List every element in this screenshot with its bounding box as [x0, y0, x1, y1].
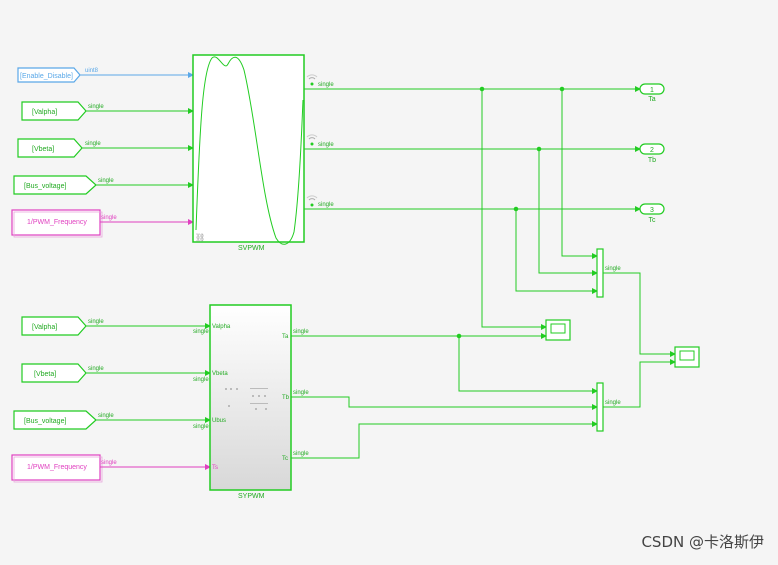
outport-tb[interactable]: 2 Tb	[639, 143, 665, 164]
output-port-icon	[306, 195, 318, 207]
signal-type-label: single	[293, 329, 309, 335]
out-port-label: Tc	[282, 456, 288, 462]
signal-line-mux-bottom[interactable]	[603, 359, 676, 408]
in-port-label: Ts	[212, 465, 218, 471]
signal-type-label: single	[101, 460, 117, 466]
branch-lines-top	[479, 86, 598, 330]
from-tag-bus-voltage-2[interactable]: [Bus_voltage]	[13, 410, 97, 430]
output-port-icon	[306, 134, 318, 146]
signal-type-label: single	[318, 142, 334, 148]
watermark: CSDN @卡洛斯伊	[641, 533, 764, 551]
branch-lines-bottom	[291, 333, 598, 459]
outport-name: Tc	[649, 217, 657, 224]
from-tag-vbeta[interactable]: [Vbeta]	[17, 138, 83, 158]
from-tag-label: [Enable_Disable]	[20, 73, 73, 80]
svpwm-block[interactable]: ⛓	[192, 54, 305, 245]
signal-type-label: single	[318, 202, 334, 208]
sypwm-block-name: SYPWM	[238, 493, 265, 500]
signal-type-label: single	[605, 400, 621, 406]
sypwm-block[interactable]: Valpha Vbeta Ubus Ts Ta Tb Tc	[209, 304, 292, 491]
out-port-label: Ta	[282, 334, 289, 340]
signal-type-label: single	[88, 104, 104, 110]
from-tag-valpha-2[interactable]: [Valpha]	[21, 316, 87, 336]
signal-type-label: uint8	[85, 68, 99, 74]
signal-type-label: single	[85, 141, 101, 147]
waveform-icon	[195, 56, 304, 245]
outport-name: Tb	[648, 157, 656, 164]
scope-2[interactable]	[674, 346, 700, 368]
from-tag-bus-voltage[interactable]: [Bus_voltage]	[13, 175, 97, 195]
signal-type-label: single	[193, 377, 209, 383]
out-port-label: Tb	[282, 395, 290, 401]
output-port-icon	[306, 74, 318, 86]
from-tag-label: [Valpha]	[32, 109, 57, 116]
mux-top[interactable]	[596, 248, 604, 298]
signal-type-label: single	[88, 366, 104, 372]
from-tag-enable-disable[interactable]: [Enable_Disable]	[17, 67, 81, 83]
in-port-label: Ubus	[212, 418, 226, 424]
outport-name: Ta	[648, 96, 656, 103]
constant-pwm-frequency-2[interactable]: 1/PWM_Frequency	[11, 454, 103, 483]
scope-1[interactable]	[545, 319, 571, 341]
constant-pwm-frequency[interactable]: 1/PWM_Frequency	[11, 209, 103, 238]
from-tag-label: [Vbeta]	[32, 146, 54, 153]
from-tag-label: [Bus_voltage]	[24, 183, 66, 190]
signal-type-label: single	[88, 319, 104, 325]
outport-tc[interactable]: 3 Tc	[639, 203, 665, 224]
from-tag-label: [Valpha]	[32, 324, 57, 331]
from-tag-label: [Vbeta]	[34, 371, 56, 378]
link-icon: ⛓	[195, 233, 205, 242]
from-tag-label: [Bus_voltage]	[24, 418, 66, 425]
signal-type-label: single	[193, 329, 209, 335]
in-port-label: Vbeta	[212, 371, 228, 377]
signal-type-label: single	[293, 390, 309, 396]
constant-label: 1/PWM_Frequency	[27, 219, 87, 226]
signal-type-label: single	[605, 266, 621, 272]
signal-type-label: single	[318, 82, 334, 88]
constant-label: 1/PWM_Frequency	[27, 464, 87, 471]
outport-number: 3	[650, 207, 654, 214]
from-tag-vbeta-2[interactable]: [Vbeta]	[21, 363, 87, 383]
signal-type-label: single	[293, 451, 309, 457]
signal-type-label: single	[98, 413, 114, 419]
in-port-label: Valpha	[212, 324, 231, 330]
outport-number: 2	[650, 147, 654, 154]
outport-number: 1	[650, 87, 654, 94]
signal-line-mux-top[interactable]	[603, 272, 676, 357]
signal-type-label: single	[101, 215, 117, 221]
from-tag-valpha[interactable]: [Valpha]	[21, 101, 87, 121]
signal-type-label: single	[98, 178, 114, 184]
mux-bottom[interactable]	[596, 382, 604, 432]
signal-type-label: single	[193, 424, 209, 430]
subsystem-preview-icon	[225, 388, 268, 410]
svpwm-block-name: SVPWM	[238, 245, 265, 252]
outport-ta[interactable]: 1 Ta	[639, 83, 665, 103]
